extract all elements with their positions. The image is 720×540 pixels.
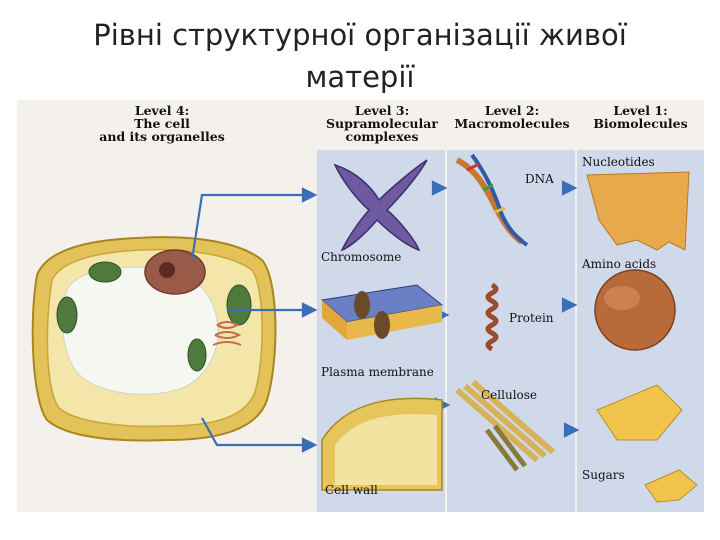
title-line-2: матерії (305, 60, 415, 94)
dna-label: DNA (525, 172, 554, 186)
plasma-membrane-illustration (320, 284, 444, 340)
protein-label: Protein (509, 311, 554, 325)
dna-illustration (455, 153, 529, 247)
chromosome-illustration (333, 159, 428, 252)
level1-header: Level 1: Biomolecules (593, 103, 688, 131)
plant-cell (31, 236, 277, 442)
cellulose-label: Cellulose (481, 388, 538, 402)
cellulose-illustration (455, 379, 555, 472)
amino-acid-illustration (594, 269, 676, 351)
sugars-label: Sugars (582, 468, 625, 482)
cell-wall-label: Cell wall (325, 483, 378, 497)
level4-header: Level 4: The cell and its organelles (99, 103, 225, 144)
amino-acids-label: Amino acids (582, 257, 657, 271)
title-line-1: Рівні структурної організації живої (93, 18, 627, 52)
levels-diagram: Level 4: The cell and its organelles Lev… (17, 100, 704, 512)
level2-panel (447, 150, 575, 512)
nucleotide-illustration (586, 171, 690, 251)
diagram-artwork (17, 100, 704, 512)
protein-illustration (485, 282, 499, 352)
level3-header: Level 3: Supramolecular complexes (326, 103, 438, 144)
chromosome-label: Chromosome (321, 250, 402, 264)
plasma-membrane-label: Plasma membrane (321, 365, 434, 379)
slide-title: Рівні структурної організації живої мате… (0, 14, 720, 98)
cell-wall-illustration (321, 397, 443, 491)
nucleotides-label: Nucleotides (582, 155, 655, 169)
sugar-illustration (596, 384, 698, 503)
level2-header: Level 2: Macromolecules (454, 103, 570, 131)
